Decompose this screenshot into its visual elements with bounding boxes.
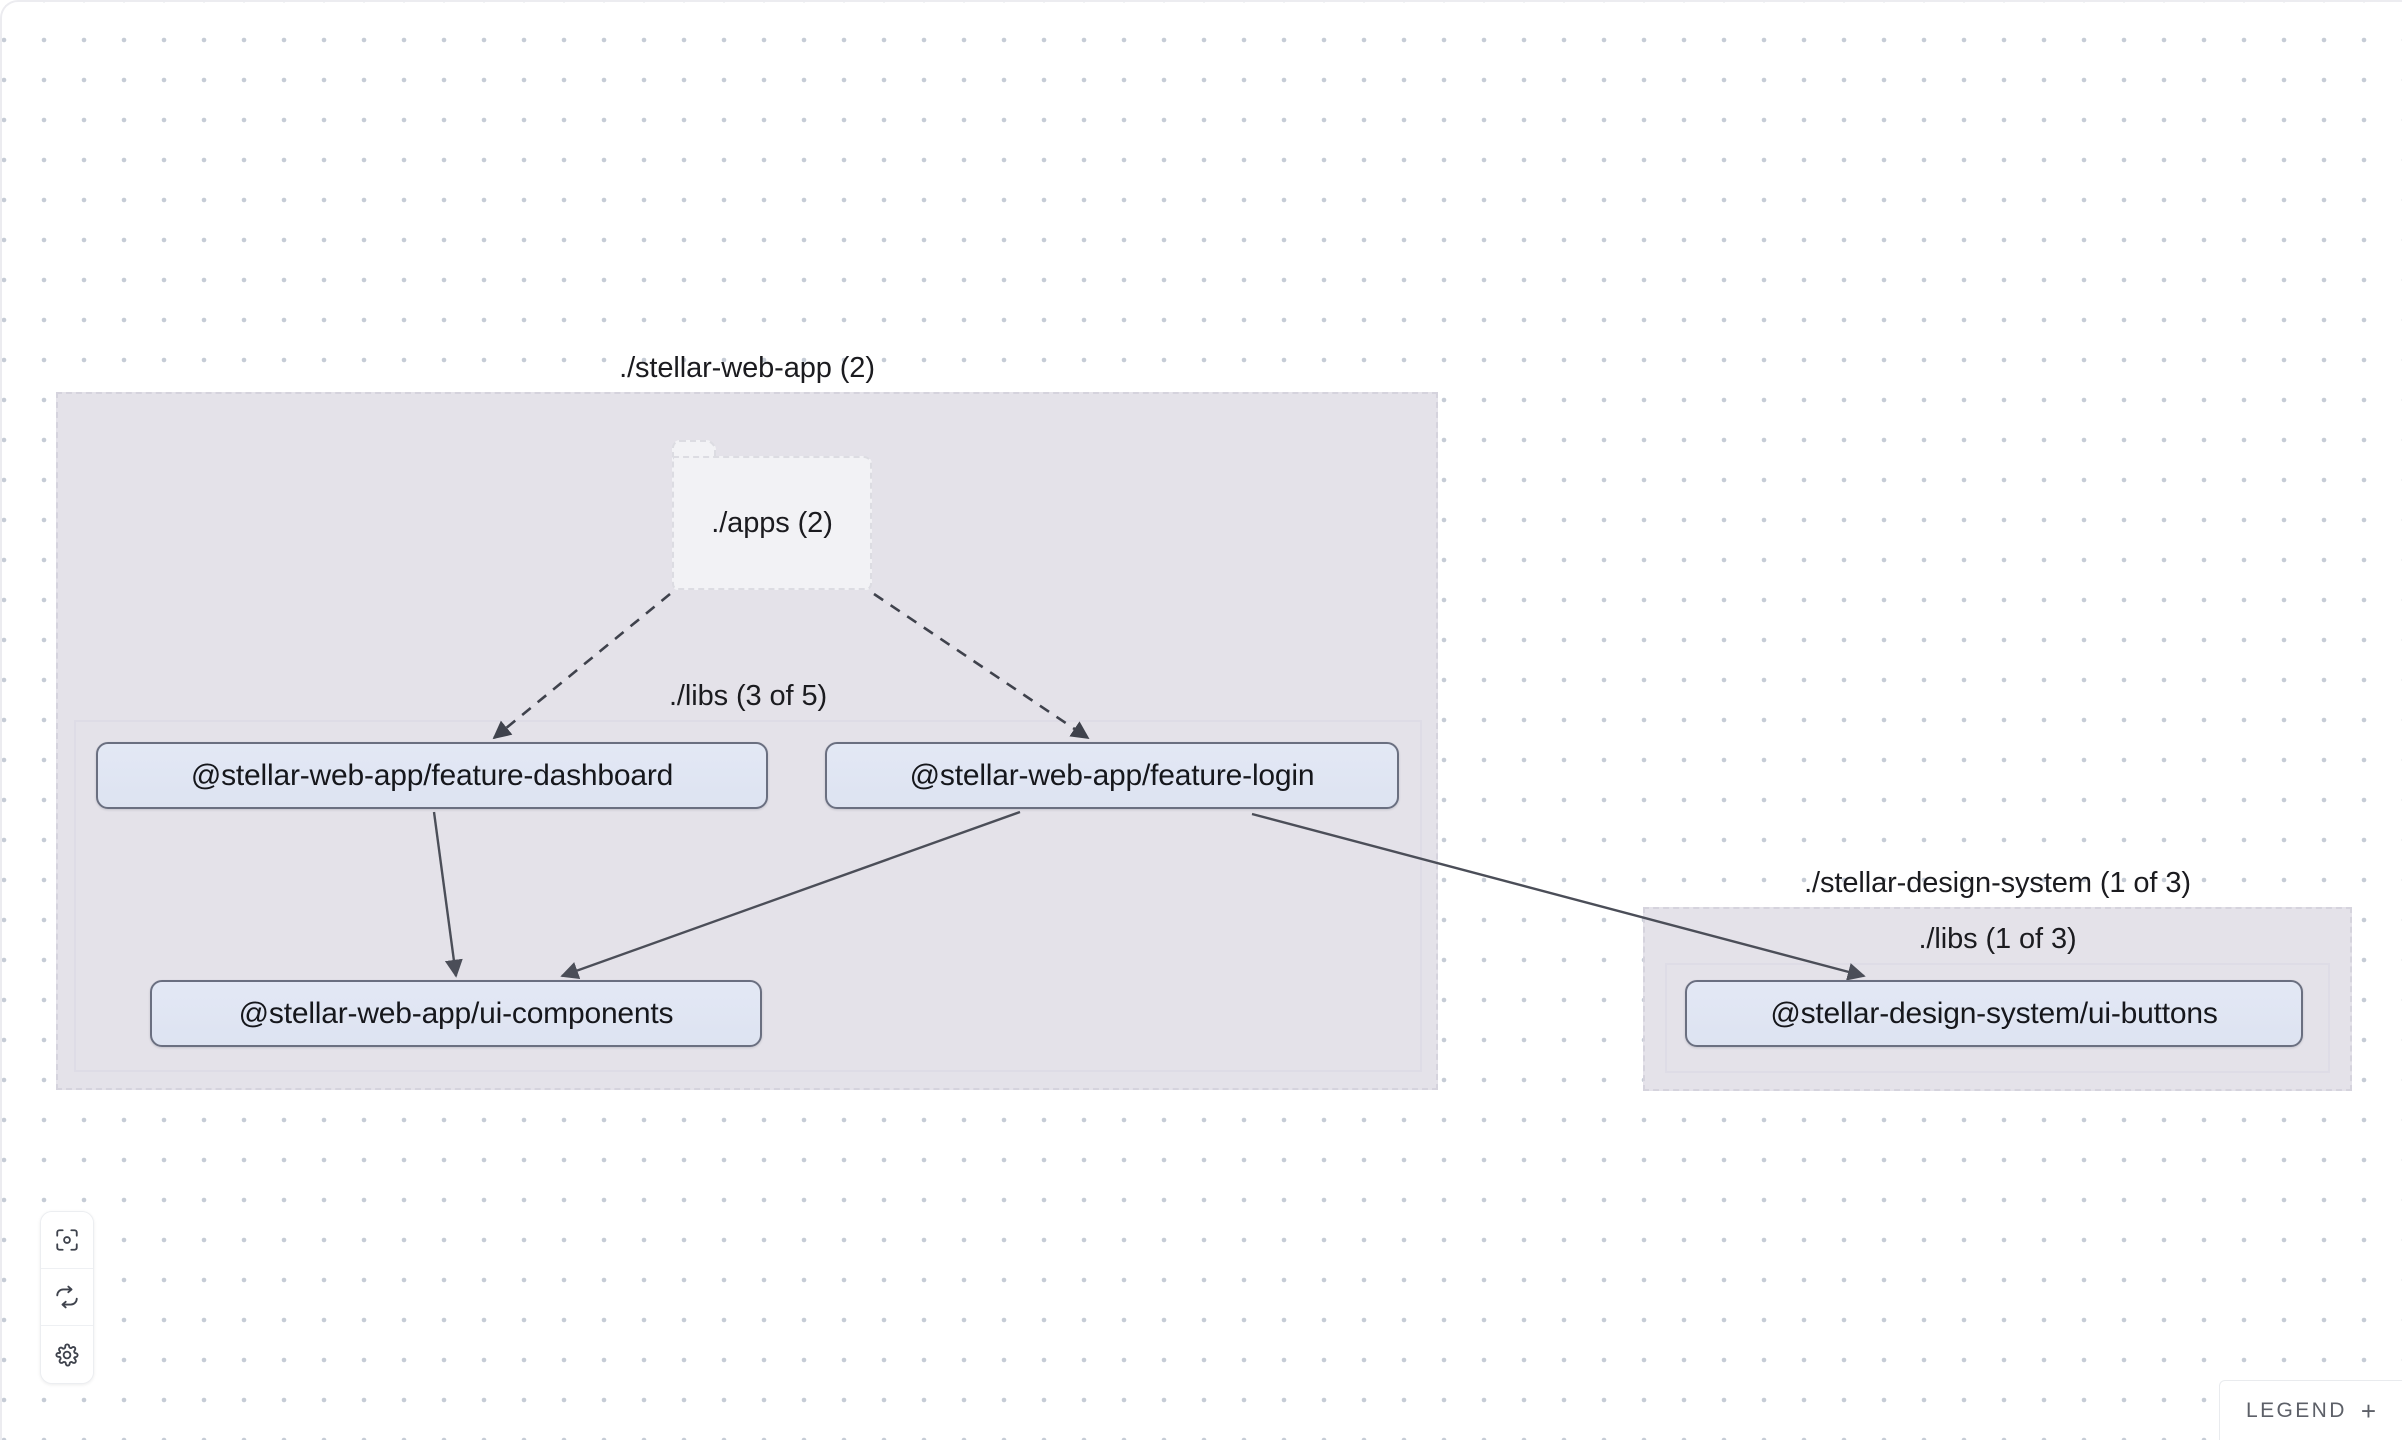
legend-label: LEGEND xyxy=(2246,1398,2347,1422)
plus-icon: + xyxy=(2360,1395,2376,1426)
group-label-stellar-web-app-libs: ./libs (3 of 5) xyxy=(668,680,828,712)
focus-graph-button[interactable] xyxy=(41,1212,93,1269)
lib-node-feature-dashboard[interactable]: @stellar-web-app/feature-dashboard xyxy=(96,742,768,809)
refresh-icon xyxy=(54,1284,80,1310)
graph-controls-stack[interactable] xyxy=(40,1211,94,1384)
lib-node-label-ui-components: @stellar-web-app/ui-components xyxy=(238,996,674,1030)
graph-settings-button[interactable] xyxy=(41,1326,93,1383)
group-label-stellar-design-system-libs: ./libs (1 of 3) xyxy=(1918,923,2077,955)
lib-node-feature-login[interactable]: @stellar-web-app/feature-login xyxy=(825,742,1399,809)
group-label-stellar-design-system: ./stellar-design-system (1 of 3) xyxy=(1804,867,2191,899)
group-label-stellar-web-app: ./stellar-web-app (2) xyxy=(619,352,875,384)
folder-tab-icon xyxy=(672,440,716,458)
focus-target-icon xyxy=(54,1227,80,1253)
lib-node-label-ui-buttons: @stellar-design-system/ui-buttons xyxy=(1770,996,2218,1030)
lib-node-label-feature-dashboard: @stellar-web-app/feature-dashboard xyxy=(190,758,674,792)
folder-body: ./apps (2) xyxy=(672,456,872,590)
lib-node-label-feature-login: @stellar-web-app/feature-login xyxy=(909,758,1315,792)
lib-node-ui-components[interactable]: @stellar-web-app/ui-components xyxy=(150,980,762,1047)
gear-icon xyxy=(54,1342,80,1368)
group-stellar-design-system-libs[interactable]: ./libs (1 of 3) xyxy=(1665,925,2330,1073)
refresh-graph-button[interactable] xyxy=(41,1269,93,1326)
folder-node-apps[interactable]: ./apps (2) xyxy=(672,440,872,590)
legend-toggle-button[interactable]: LEGEND + xyxy=(2219,1380,2402,1440)
group-rect-stellar-design-system-libs xyxy=(1665,963,2330,1073)
lib-node-ui-buttons[interactable]: @stellar-design-system/ui-buttons xyxy=(1685,980,2303,1047)
folder-node-label-apps: ./apps (2) xyxy=(711,506,833,539)
